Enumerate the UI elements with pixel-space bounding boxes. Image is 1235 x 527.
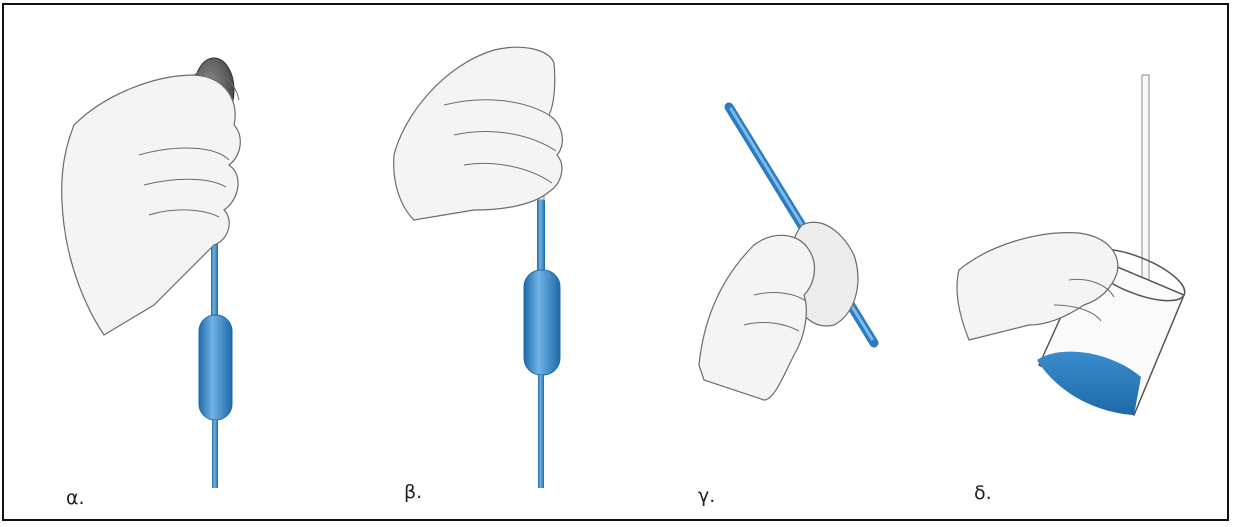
pipette-lower-tip [538,375,544,488]
pipette-upper-stem [537,200,545,280]
hand-shape [394,47,563,220]
panel-b-label: β. [404,481,422,503]
pipette-with-bulb-illustration [44,5,304,519]
panel-b: β. [374,5,634,519]
hand-shape [699,235,814,400]
panel-c: γ. [684,5,914,519]
figure-frame: α. β. [2,3,1229,521]
pipette-bulb-section [199,315,232,420]
panel-d: δ. [949,5,1219,519]
pipette-bulb-section [524,270,560,375]
panel-c-label: γ. [698,485,715,507]
pipette-lower-tip [212,420,218,488]
panel-d-label: δ. [974,482,992,504]
beaker-draining-illustration [949,5,1219,519]
panel-a: α. [44,5,304,519]
panel-a-label: α. [66,487,85,509]
pipette-finger-illustration [374,5,634,519]
wiping-pipette-illustration [684,5,914,519]
